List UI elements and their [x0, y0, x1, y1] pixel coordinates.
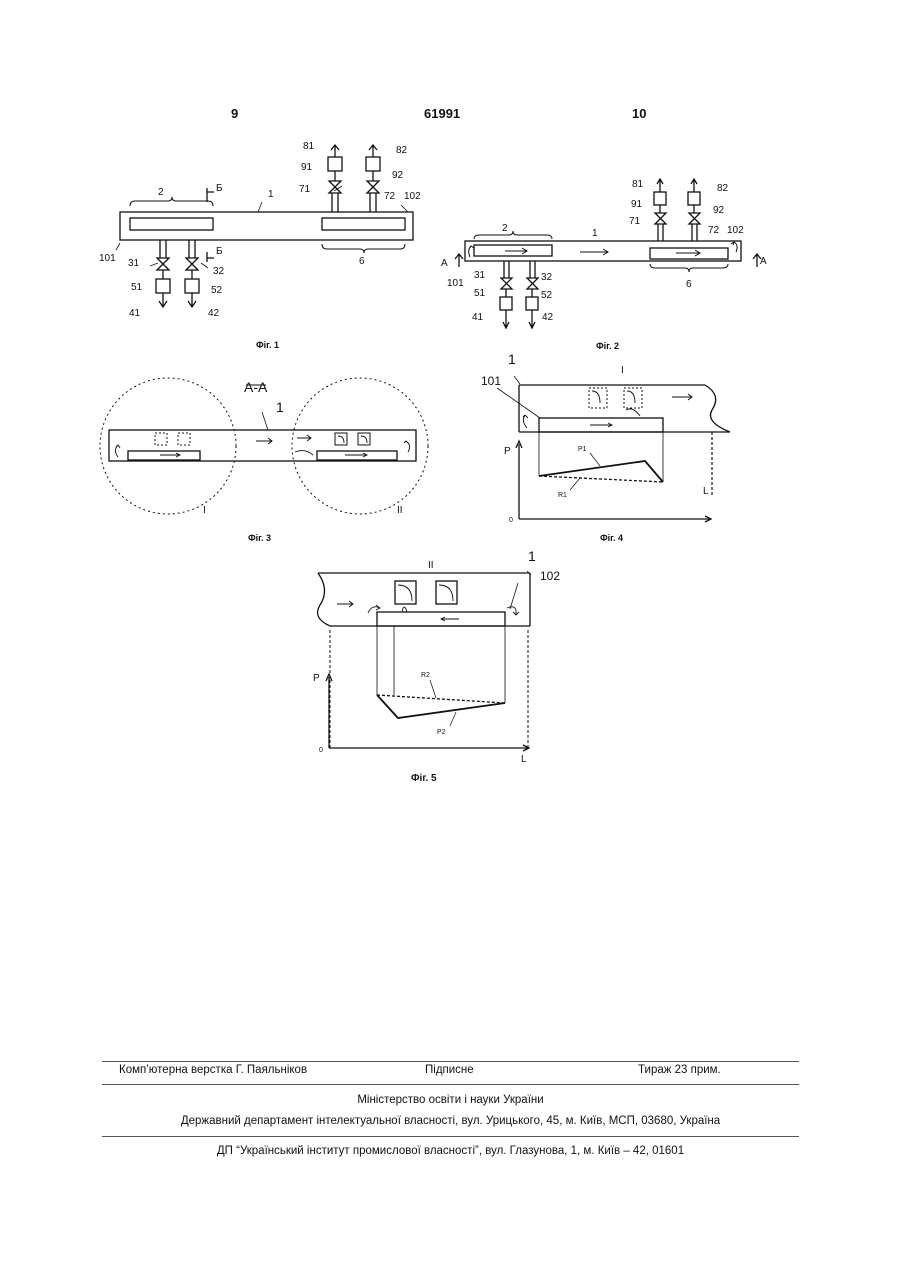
footer-circulation: Тираж 23 прим.	[638, 1064, 721, 1076]
fig3-label-section: А-А	[244, 379, 268, 395]
fig5-label-tube: 1	[528, 548, 536, 564]
fig1-label-zone-a: 2	[158, 187, 164, 198]
fig5-axis-p: P	[313, 673, 320, 684]
fig2-label-10-1: 101	[447, 278, 464, 289]
footer-rule-1	[102, 1061, 799, 1062]
fig2-label-9-1: 91	[631, 199, 643, 210]
fig1-label-8-1: 81	[303, 141, 315, 152]
figure-3	[100, 378, 428, 514]
fig3-label-detail-2: II	[397, 505, 403, 516]
fig2-label-section-left: А	[441, 258, 448, 269]
fig5-caption: Фіг. 5	[411, 773, 437, 784]
fig4-curve-p: P1	[578, 446, 587, 453]
fig5-curve-r: R2	[421, 672, 430, 679]
fig2-label-5-1: 51	[474, 288, 486, 299]
fig2-label-9-2: 92	[713, 205, 725, 216]
fig2-label-tube: 1	[592, 228, 598, 239]
fig5-origin: 0	[319, 747, 323, 754]
fig2-label-4-2: 42	[542, 312, 554, 323]
fig2-label-8-2: 82	[717, 183, 729, 194]
fig1-label-section-bot: Б	[216, 246, 223, 257]
fig4-curve-r: R1	[558, 492, 567, 499]
fig4-axis-l: L	[703, 486, 709, 497]
fig2-caption: Фіг. 2	[596, 341, 619, 351]
fig2-label-7-1: 71	[629, 216, 641, 227]
fig1-caption: Фіг. 1	[256, 340, 279, 350]
fig1-label-zone-b: 6	[359, 256, 365, 267]
footer-layout-credit: Комп’ютерна верстка Г. Паяльніков	[119, 1064, 307, 1076]
fig5-label-10-2: 102	[540, 569, 560, 583]
fig4-axis-p: P	[504, 446, 511, 457]
figure-2	[455, 179, 761, 328]
fig1-label-7-1: 71	[299, 184, 311, 195]
fig4-label-tube: 1	[508, 351, 516, 367]
fig2-label-8-1: 81	[632, 179, 644, 190]
fig2-label-10-2: 102	[727, 225, 744, 236]
fig1-label-section-top: Б	[216, 183, 223, 194]
fig4-origin: 0	[509, 517, 513, 524]
fig1-label-3-1: 31	[128, 258, 140, 269]
fig2-label-zone-b: 6	[686, 279, 692, 290]
fig1-label-8-2: 82	[396, 145, 408, 156]
fig2-label-5-2: 52	[541, 290, 553, 301]
fig1-label-10-1: 101	[99, 253, 116, 264]
footer-rule-3	[102, 1136, 799, 1137]
fig1-label-7-2: 72	[384, 191, 396, 202]
fig1-label-5-2: 52	[211, 285, 223, 296]
fig5-label-detail: II	[428, 560, 434, 571]
fig1-label-4-1: 41	[129, 308, 141, 319]
footer-rule-2	[102, 1084, 799, 1085]
fig2-label-3-1: 31	[474, 270, 486, 281]
fig2-label-section-right: А	[760, 256, 767, 267]
figure-1	[116, 145, 413, 307]
fig4-label-10-1: 101	[481, 374, 501, 388]
fig5-curve-p: P2	[437, 729, 446, 736]
fig3-label-tube: 1	[276, 399, 284, 415]
footer-institute: ДП “Український інститут промислової вла…	[0, 1145, 901, 1157]
fig2-label-4-1: 41	[472, 312, 484, 323]
footer-department: Державний департамент інтелектуальної вл…	[0, 1115, 901, 1127]
figure-5	[318, 571, 531, 751]
fig3-label-detail-1: I	[203, 505, 206, 516]
fig4-caption: Фіг. 4	[600, 533, 623, 543]
fig1-label-9-2: 92	[392, 170, 404, 181]
fig2-label-zone-a: 2	[502, 223, 508, 234]
fig1-label-10-2: 102	[404, 191, 421, 202]
footer-ministry: Міністерство освіти і науки України	[0, 1094, 901, 1106]
drawings-sheet: 1 2 6 81 82 91 92 71 72 102 101 31 32 51…	[0, 0, 901, 820]
fig1-label-4-2: 42	[208, 308, 220, 319]
fig1-label-9-1: 91	[301, 162, 313, 173]
fig1-label-tube: 1	[268, 189, 274, 200]
fig2-label-3-2: 32	[541, 272, 553, 283]
figure-4	[497, 376, 730, 522]
fig1-label-3-2: 32	[213, 266, 225, 277]
footer-signed: Підписне	[425, 1064, 474, 1076]
fig1-label-5-1: 51	[131, 282, 143, 293]
fig4-label-detail: I	[621, 365, 624, 376]
fig3-caption: Фіг. 3	[248, 533, 271, 543]
fig5-axis-l: L	[521, 754, 527, 765]
fig2-label-7-2: 72	[708, 225, 720, 236]
